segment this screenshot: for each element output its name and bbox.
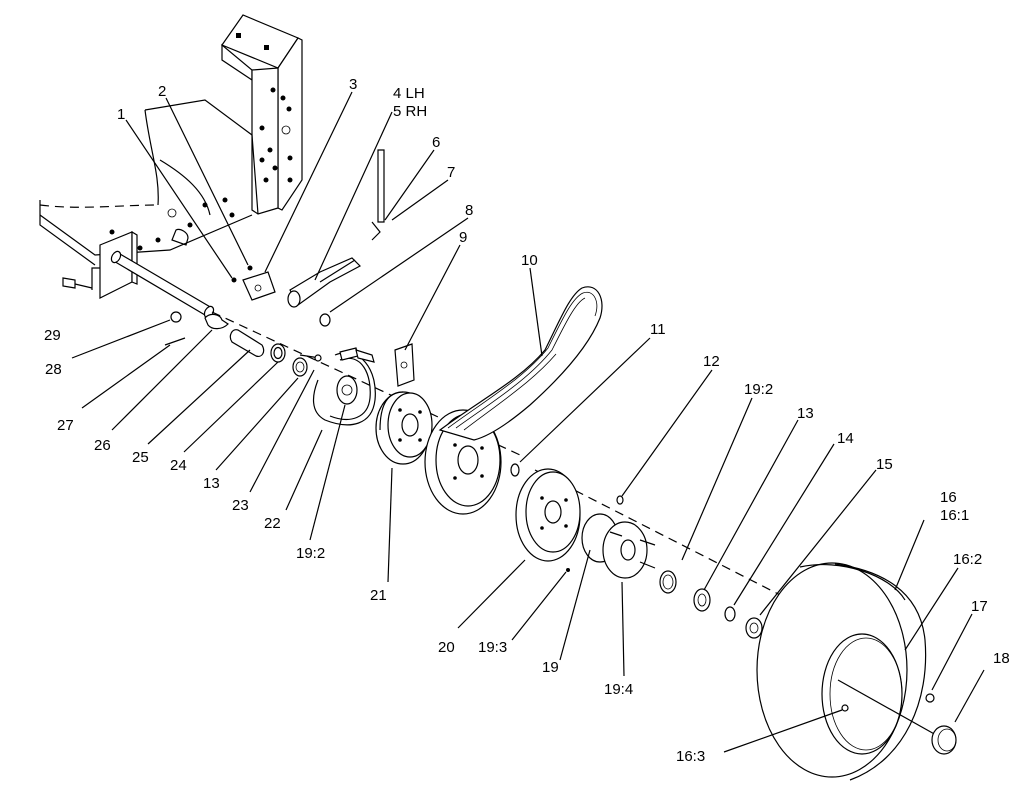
driven-pulley — [510, 463, 581, 562]
leader-lines — [71, 91, 985, 753]
brake-lever-assembly — [171, 149, 415, 387]
drive-belt — [438, 286, 603, 441]
label-19: 19 — [542, 659, 559, 676]
label-18: 18 — [993, 650, 1010, 667]
label-7: 7 — [447, 164, 455, 181]
label-16-2: 16:2 — [953, 551, 982, 568]
label-5-rh: 5 RH — [393, 103, 427, 120]
label-14: 14 — [837, 430, 854, 447]
label-10: 10 — [521, 252, 538, 269]
label-24: 24 — [170, 457, 187, 474]
label-28: 28 — [45, 361, 62, 378]
label-23: 23 — [232, 497, 249, 514]
label-19-2-b: 19:2 — [296, 545, 325, 562]
frame-bracket — [221, 14, 303, 215]
callout-labels: 1 2 3 4 LH 5 RH 6 7 8 9 10 11 12 19:2 13… — [44, 76, 1010, 765]
label-8: 8 — [465, 202, 473, 219]
label-16: 16 — [940, 489, 957, 506]
label-19-3: 19:3 — [478, 639, 507, 656]
label-11: 11 — [650, 321, 666, 338]
label-16-3: 16:3 — [676, 748, 705, 765]
tire-wheel — [756, 562, 957, 781]
label-22: 22 — [264, 515, 281, 532]
label-20: 20 — [438, 639, 455, 656]
axle-tube — [110, 250, 791, 601]
brake-band — [299, 347, 376, 426]
label-3: 3 — [349, 76, 357, 93]
label-25: 25 — [132, 449, 149, 466]
label-1: 1 — [117, 106, 125, 123]
label-13-a: 13 — [797, 405, 814, 422]
label-21: 21 — [370, 587, 387, 604]
label-19-2-a: 19:2 — [744, 381, 773, 398]
label-2: 2 — [158, 83, 166, 100]
label-9: 9 — [459, 229, 467, 246]
label-12: 12 — [703, 353, 720, 370]
label-27: 27 — [57, 417, 74, 434]
label-4-lh: 4 LH — [393, 85, 425, 102]
frame-body — [39, 99, 259, 299]
label-26: 26 — [94, 437, 111, 454]
left-fasteners — [62, 277, 186, 346]
label-29: 29 — [44, 327, 61, 344]
bushing-parts — [204, 313, 308, 377]
label-15: 15 — [876, 456, 893, 473]
label-6: 6 — [432, 134, 440, 151]
label-17: 17 — [971, 598, 988, 615]
label-13-b: 13 — [203, 475, 220, 492]
hub-bearings — [659, 570, 763, 639]
brake-drum — [375, 391, 433, 465]
label-16-1: 16:1 — [940, 507, 969, 524]
label-19-4: 19:4 — [604, 681, 633, 698]
wheel-hub — [566, 495, 656, 579]
